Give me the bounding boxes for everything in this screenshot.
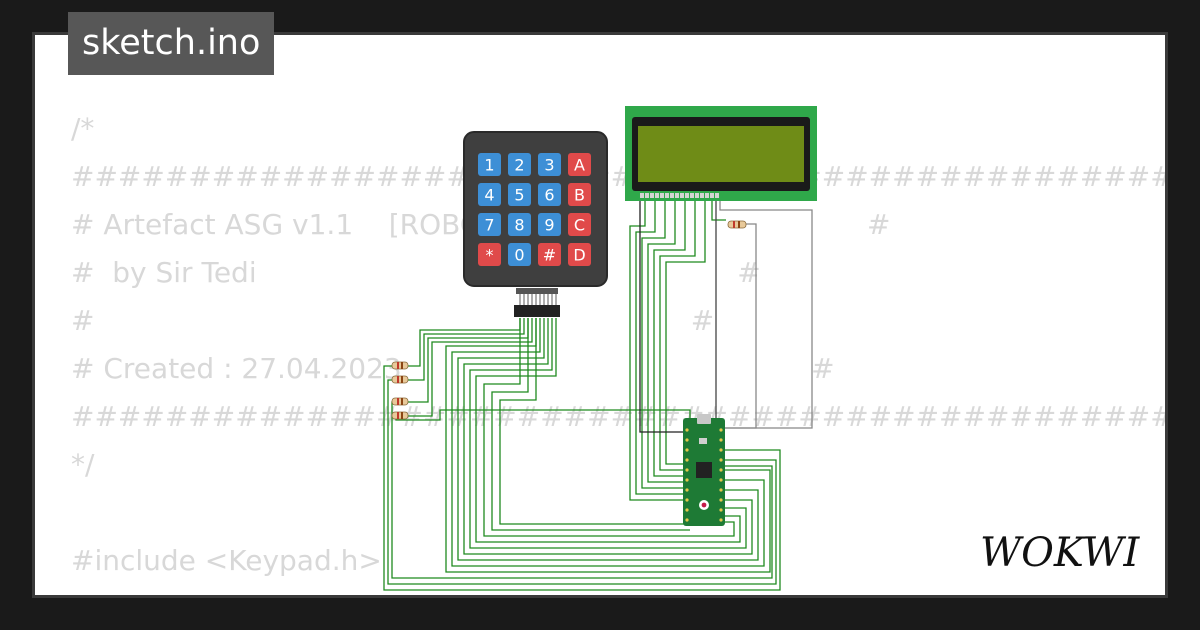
- code-line: # #: [71, 304, 715, 337]
- file-tab[interactable]: sketch.ino: [68, 12, 275, 75]
- pico-pins-right: [719, 428, 723, 522]
- keypad-key[interactable]: 7: [478, 213, 501, 236]
- keypad-key[interactable]: 5: [508, 183, 531, 206]
- keypad-key[interactable]: *: [478, 243, 501, 266]
- keypad-key[interactable]: 0: [508, 243, 531, 266]
- keypad-key-label: 6: [544, 186, 554, 205]
- keypad-key-label: 7: [484, 216, 494, 235]
- keypad-key-label: *: [486, 246, 494, 265]
- keypad-key[interactable]: 1: [478, 153, 501, 176]
- keypad-key-label: 5: [514, 186, 524, 205]
- keypad-key-label: 2: [514, 156, 524, 175]
- resistor-array: [391, 361, 409, 420]
- code-line: # by Sir Tedi #: [71, 256, 761, 289]
- keypad-key-label: 3: [544, 156, 554, 175]
- keypad-key-label: 8: [514, 216, 524, 235]
- pico-pins-left: [685, 428, 689, 522]
- code-line: */: [71, 448, 95, 481]
- keypad-key[interactable]: 3: [538, 153, 561, 176]
- keypad-key-label: A: [574, 156, 585, 175]
- lcd-pins: [640, 193, 719, 198]
- keypad-key[interactable]: 8: [508, 213, 531, 236]
- keypad-key[interactable]: D: [568, 243, 591, 266]
- keypad-key[interactable]: 9: [538, 213, 561, 236]
- keypad-key[interactable]: B: [568, 183, 591, 206]
- code-line: /*: [71, 112, 95, 145]
- sketch-preview-card: /*######################################…: [32, 32, 1168, 598]
- lcd-module[interactable]: [625, 106, 817, 201]
- keypad-key-label: C: [574, 216, 585, 235]
- keypad-module[interactable]: 1 2 3 A 4 5 6 B 7 8 9 C * 0 # D: [463, 131, 608, 317]
- lcd-resistor: [727, 220, 747, 229]
- code-line: #include <LiquidCrystal.h>: [71, 585, 1165, 595]
- svg-text:WOKWI: WOKWI: [980, 530, 1140, 574]
- keypad-key-label: B: [574, 186, 585, 205]
- keypad-header-pins: [519, 294, 557, 305]
- code-line: #include <Keypad.h>: [71, 544, 382, 577]
- code-preview: /*######################################…: [71, 105, 1165, 595]
- keypad-key-label: 1: [484, 156, 494, 175]
- wire-bundle: [383, 198, 781, 591]
- keypad-key[interactable]: 6: [538, 183, 561, 206]
- code-line: ########################################…: [71, 160, 1165, 193]
- keypad-key-label: 4: [484, 186, 494, 205]
- keypad-key[interactable]: A: [568, 153, 591, 176]
- wokwi-logo: WOKWI: [980, 530, 1140, 574]
- keypad-key-label: #: [543, 246, 556, 265]
- keypad-key[interactable]: 4: [478, 183, 501, 206]
- code-line: ########################################…: [71, 400, 1165, 433]
- keypad-key[interactable]: C: [568, 213, 591, 236]
- code-line: # Created : 27.04.2023 #: [71, 352, 835, 385]
- keypad-keys[interactable]: 1 2 3 A 4 5 6 B 7 8 9 C * 0 # D: [478, 153, 591, 266]
- keypad-key-label: D: [573, 246, 585, 265]
- keypad-key[interactable]: 2: [508, 153, 531, 176]
- keypad-key[interactable]: #: [538, 243, 561, 266]
- keypad-key-label: 0: [514, 246, 524, 265]
- keypad-key-label: 9: [544, 216, 554, 235]
- pico-board[interactable]: [683, 414, 725, 526]
